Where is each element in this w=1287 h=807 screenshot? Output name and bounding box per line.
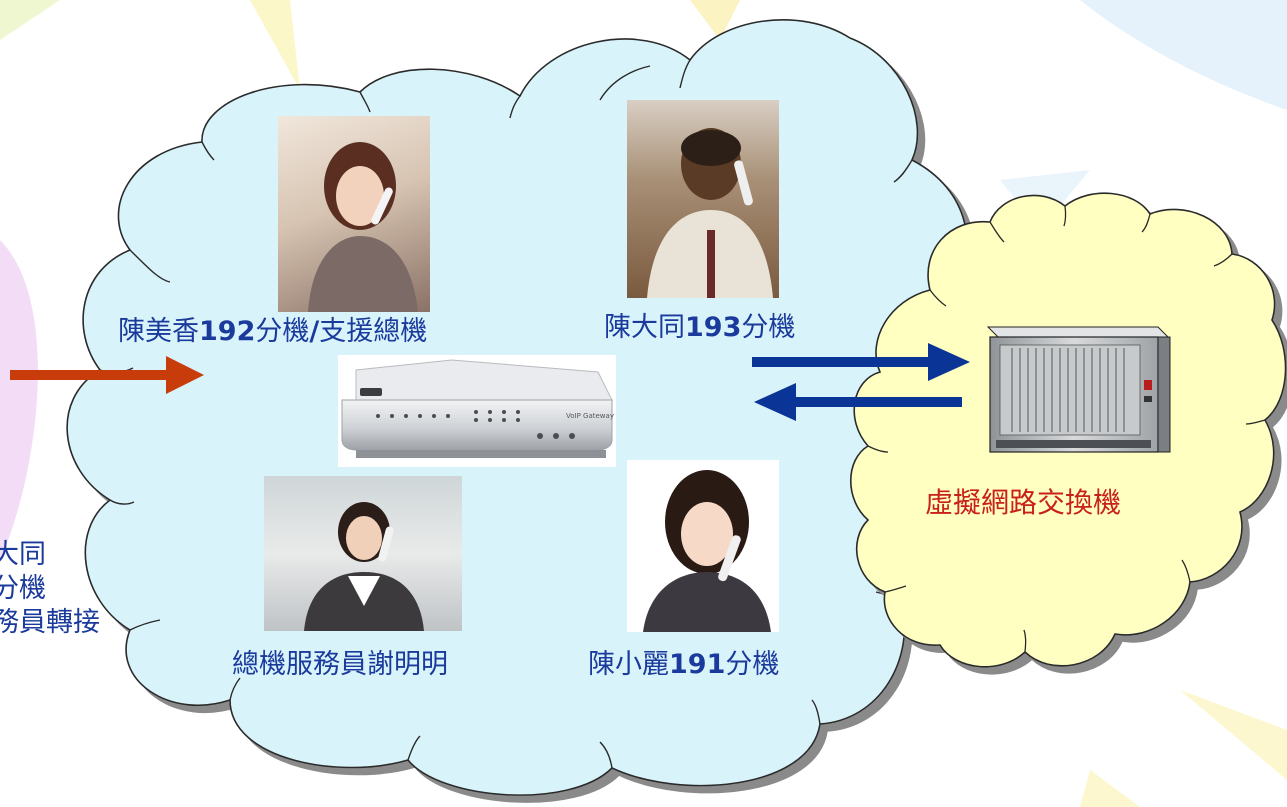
voip-gateway-device-icon: VoIP Gateway (338, 355, 616, 467)
photo-chen-datong (627, 100, 779, 298)
person-name: 陳美香 (118, 316, 199, 347)
extension-number: 191 (669, 649, 726, 680)
incoming-call-arrow (10, 356, 204, 394)
network-switch-rack-icon (986, 326, 1171, 453)
label-chen-xiaoli: 陳小麗191分機 (588, 649, 779, 681)
gateway-brand-text: VoIP Gateway (566, 412, 614, 420)
extension-number: 193 (685, 312, 742, 343)
extension-suffix: 分機 (255, 316, 310, 347)
left-text-line-3: 務員轉接 (0, 607, 100, 638)
outbound-arrow-right (752, 343, 970, 381)
left-text-line-2: 分機 (0, 573, 46, 604)
extension-suffix: 分機 (741, 312, 796, 343)
label-chen-meixiang: 陳美香192分機/支援總機 (118, 316, 427, 348)
person-name: 陳小麗 (588, 649, 669, 680)
person-icon (647, 128, 773, 298)
photo-operator-xie (264, 476, 462, 631)
person-icon (643, 470, 771, 632)
label-chen-datong: 陳大同193分機 (604, 312, 795, 344)
label-operator: 總機服務員謝明明 (232, 649, 448, 680)
extension-number: 192 (199, 316, 256, 347)
role-text: 支援總機 (319, 316, 428, 347)
photo-chen-xiaoli (627, 460, 779, 632)
person-icon (308, 142, 418, 312)
slash-separator: / (309, 316, 320, 347)
extension-suffix: 分機 (725, 649, 780, 680)
left-text-line-1: 大同 (0, 539, 46, 570)
inbound-arrow-left (754, 383, 962, 421)
photo-chen-meixiang (278, 116, 430, 312)
person-icon (304, 502, 424, 631)
label-virtual-switch: 虛擬網路交換機 (925, 486, 1122, 519)
person-name: 陳大同 (604, 312, 685, 343)
left-cutoff-text: 大同 分機 務員轉接 (0, 538, 100, 640)
